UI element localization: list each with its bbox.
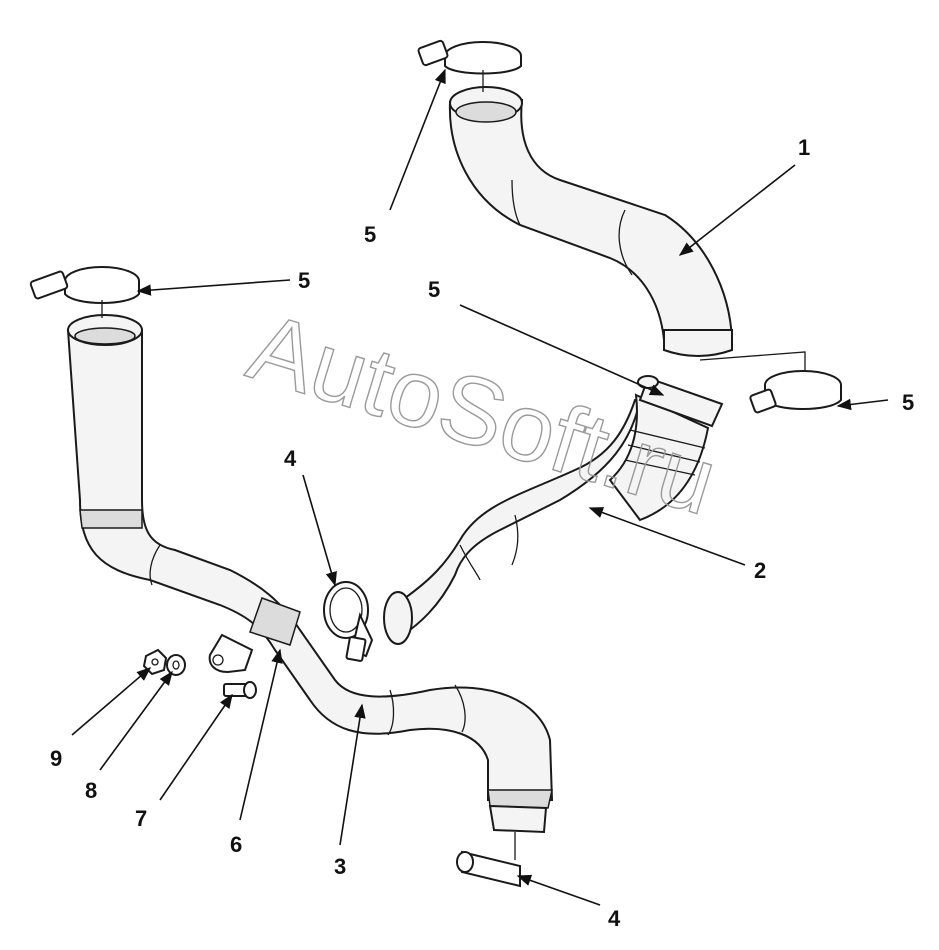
callout-2: 2 <box>754 558 766 583</box>
callout-9: 9 <box>50 746 62 771</box>
callout-1: 1 <box>798 135 810 160</box>
watermark: AutoSoft.ru <box>238 293 729 536</box>
mounting-bracket <box>208 633 254 674</box>
callout-5-right: 5 <box>902 390 914 415</box>
callout-7: 7 <box>135 806 147 831</box>
hose-clamp-middle <box>323 581 374 662</box>
callout-6: 6 <box>230 832 242 857</box>
hose-clamp-top <box>417 39 522 92</box>
callout-5-top: 5 <box>364 222 376 247</box>
callout-4-bottom: 4 <box>608 906 621 931</box>
callout-5-left: 5 <box>298 268 310 293</box>
callout-5-center: 5 <box>428 277 440 302</box>
callout-3: 3 <box>334 854 346 879</box>
hose-part-3 <box>66 314 554 834</box>
hose-part-1 <box>448 86 734 357</box>
bolt <box>223 681 257 699</box>
callout-8: 8 <box>85 778 97 803</box>
hose-clamp-bottom <box>456 832 521 888</box>
hose-clamp-left <box>29 266 140 318</box>
washer <box>166 654 186 676</box>
callout-4-middle: 4 <box>284 446 297 471</box>
leader-lines <box>71 68 889 906</box>
callout-labels: 1 2 3 4 4 5 5 5 5 6 7 8 9 <box>50 135 914 931</box>
hose-part-2 <box>383 375 724 645</box>
